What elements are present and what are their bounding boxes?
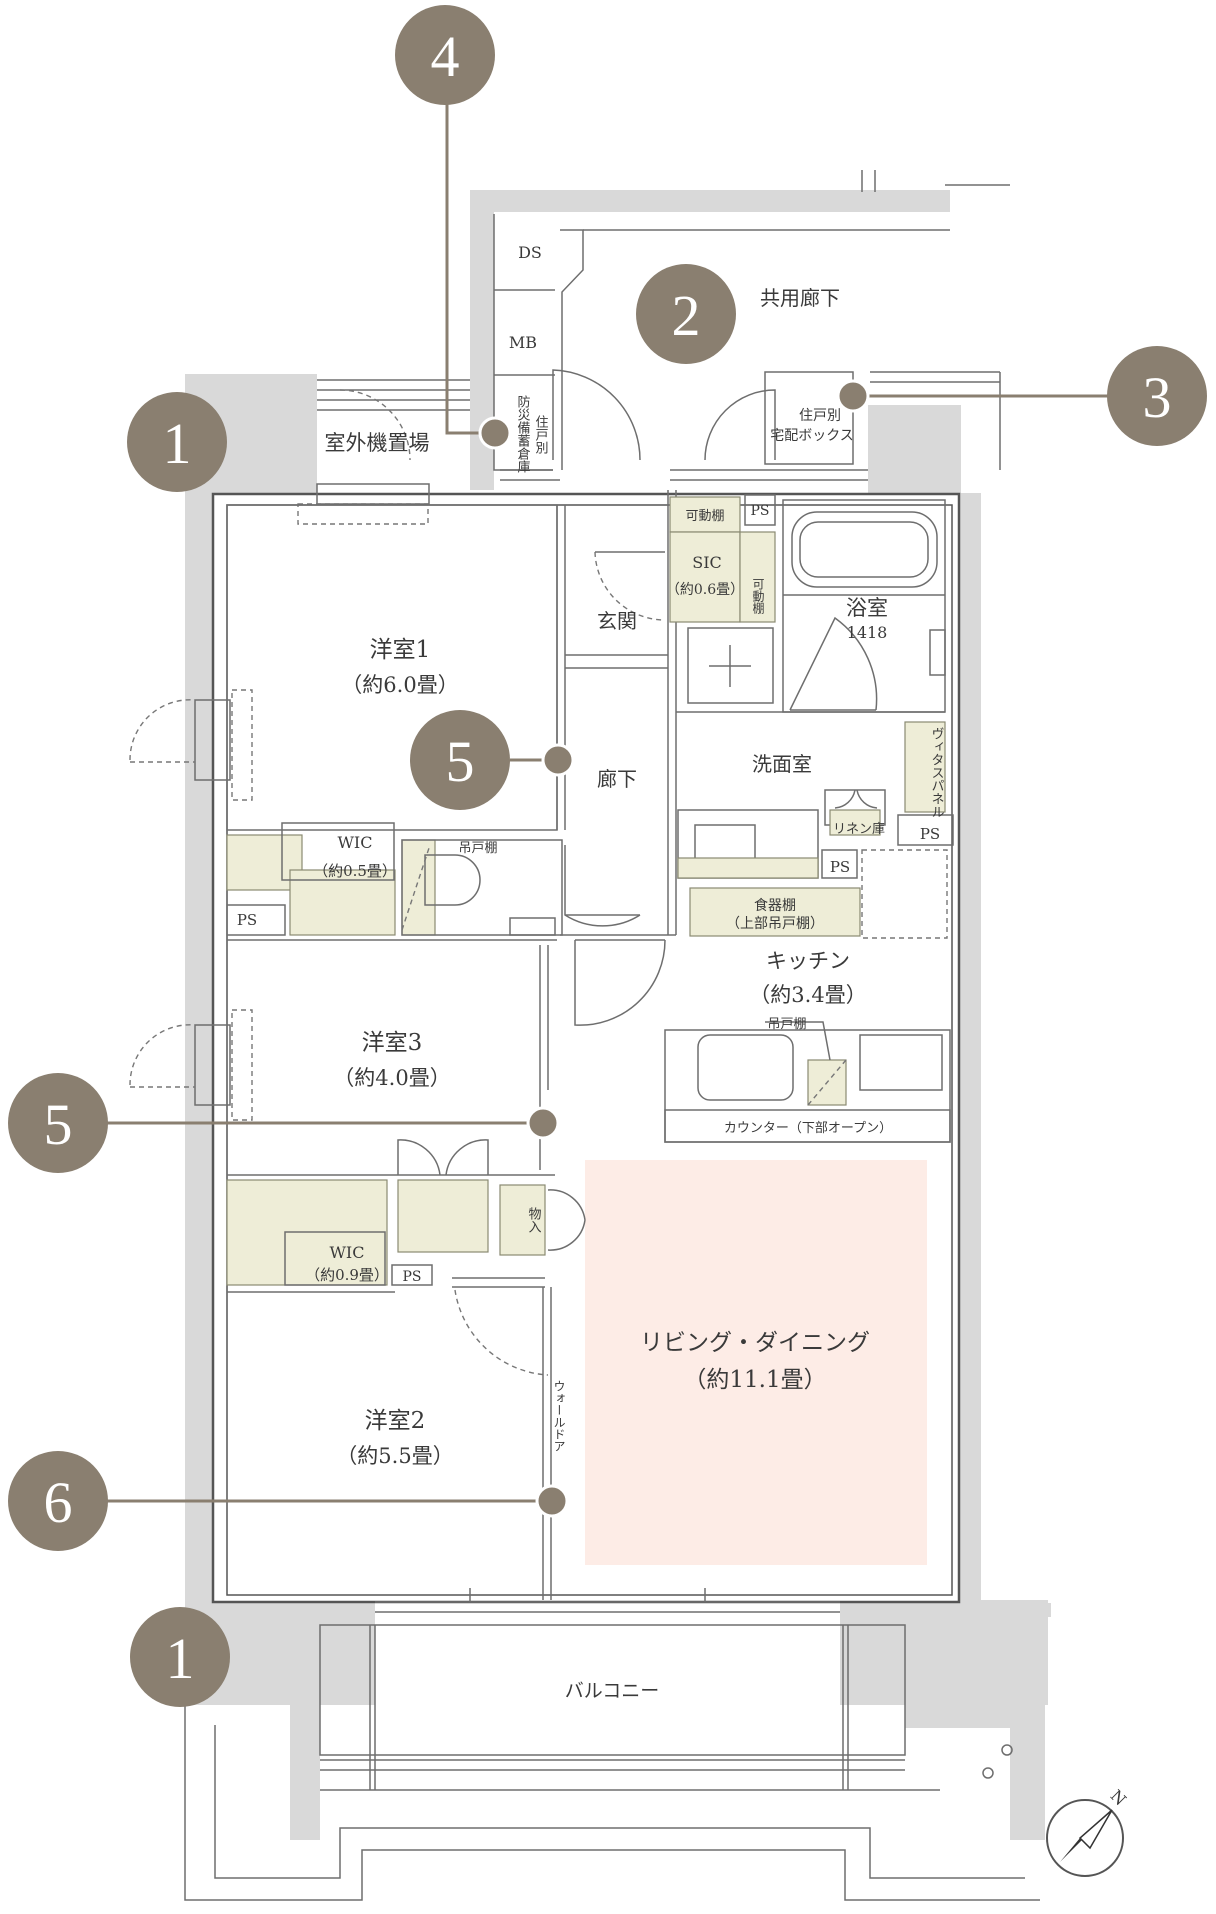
marker-6: 6	[8, 1451, 108, 1551]
marker-4: 4	[395, 5, 495, 105]
structure-walls	[185, 190, 1051, 1840]
marker-1-top: 1	[127, 392, 227, 492]
marker-5-upper: 5	[410, 710, 510, 810]
washroom-label: 洗面室	[752, 752, 812, 776]
living-dining-area	[585, 1160, 927, 1565]
sic-size-label: （約0.6畳）	[666, 582, 744, 598]
hallway-label: 廊下	[597, 767, 637, 791]
mb-label: MB	[509, 333, 537, 352]
ps-label-4: PS	[237, 911, 257, 929]
marker-6-dot	[535, 1484, 569, 1518]
svg-text:5: 5	[44, 1092, 73, 1157]
marker-5b-dot	[526, 1106, 560, 1140]
svg-text:1: 1	[163, 411, 192, 476]
wic2-label: WIC	[329, 1243, 364, 1262]
marker-badges: 1 1 2 3 4 5 5 6	[8, 5, 1207, 1707]
delivery-box-label-2: 宅配ボックス	[770, 428, 854, 444]
svg-text:1: 1	[166, 1626, 195, 1691]
balcony-label: バルコニー	[565, 1680, 660, 1702]
wall-door-label: ウォールドア	[552, 1380, 566, 1452]
delivery-box-label-1: 住戸別	[799, 408, 841, 424]
western1-size-label: （約6.0畳）	[341, 673, 458, 697]
bath-label: 浴室	[846, 596, 888, 620]
storage-fire-label: 防災備蓄倉庫	[515, 394, 531, 473]
ps-label-2: PS	[920, 825, 940, 843]
marker-1-bottom: 1	[130, 1607, 230, 1707]
common-corridor-label: 共用廊下	[760, 286, 840, 310]
kitchen-size-label: （約3.4畳）	[749, 983, 866, 1007]
movable-shelf-label: 可動棚	[685, 509, 724, 524]
room-labels: DS MB 共用廊下 室外機置場 防災備蓄倉庫 住戸別 住戸別 宅配ボックス P…	[237, 243, 944, 1702]
marker-4-dot	[478, 416, 512, 450]
western3-label: 洋室3	[362, 1030, 423, 1056]
bath-size-label: 1418	[847, 623, 888, 642]
balcony-area	[184, 1624, 1040, 1901]
marker-5-lower: 5	[8, 1073, 108, 1173]
leader-lines	[100, 90, 1115, 1518]
marker-5a-dot	[541, 743, 575, 777]
hanging-shelf-2-label: 吊戸棚	[767, 1017, 806, 1032]
ps-label-5: PS	[402, 1269, 421, 1285]
closet-label: 物入	[526, 1207, 542, 1233]
outdoor-unit-area	[297, 379, 470, 525]
sic-label: SIC	[692, 553, 722, 572]
western1-label: 洋室1	[370, 637, 431, 663]
svg-text:2: 2	[672, 283, 701, 348]
cupboard-sub-label: （上部吊戸棚）	[726, 916, 824, 932]
common-corridor-lines	[493, 170, 1010, 471]
marker-3: 3	[1107, 346, 1207, 446]
ps-label-1: PS	[750, 503, 769, 519]
front-doors	[500, 369, 868, 481]
western3-size-label: （約4.0畳）	[333, 1066, 450, 1090]
ps-label-3: PS	[830, 858, 850, 876]
north-compass-icon: N	[1046, 1786, 1130, 1877]
svg-text:5: 5	[446, 729, 475, 794]
marker-2: 2	[636, 264, 736, 364]
ds-label: DS	[518, 243, 542, 262]
vitas-panel-label: ヴィタスパネル	[929, 727, 945, 818]
kitchen-label: キッチン	[766, 949, 850, 973]
living-label: リビング・ダイニング	[640, 1330, 870, 1356]
wic1-size-label: （約0.5畳）	[313, 862, 397, 880]
entrance-label: 玄関	[597, 609, 637, 633]
living-size-label: （約11.1畳）	[683, 1367, 826, 1393]
north-label: N	[1107, 1786, 1130, 1809]
svg-text:3: 3	[1143, 365, 1172, 430]
partitions	[129, 490, 954, 1613]
cupboard-label: 食器棚	[754, 897, 796, 914]
western2-label: 洋室2	[365, 1408, 426, 1434]
svg-text:6: 6	[44, 1470, 73, 1535]
wic2-size-label: （約0.9畳）	[305, 1266, 389, 1284]
linen-label: リネン庫	[833, 822, 885, 837]
hanging-shelf-label: 吊戸棚	[458, 841, 497, 856]
counter-label: カウンター（下部オープン）	[724, 1121, 892, 1136]
svg-text:4: 4	[431, 24, 460, 89]
marker-3-dot	[836, 379, 870, 413]
outdoor-unit-label: 室外機置場	[325, 431, 430, 455]
storage-unit-label: 住戸別	[533, 415, 549, 455]
western2-size-label: （約5.5畳）	[336, 1444, 453, 1468]
wic1-label: WIC	[337, 833, 372, 852]
movable-shelf-v-label: 可動棚	[751, 578, 765, 615]
